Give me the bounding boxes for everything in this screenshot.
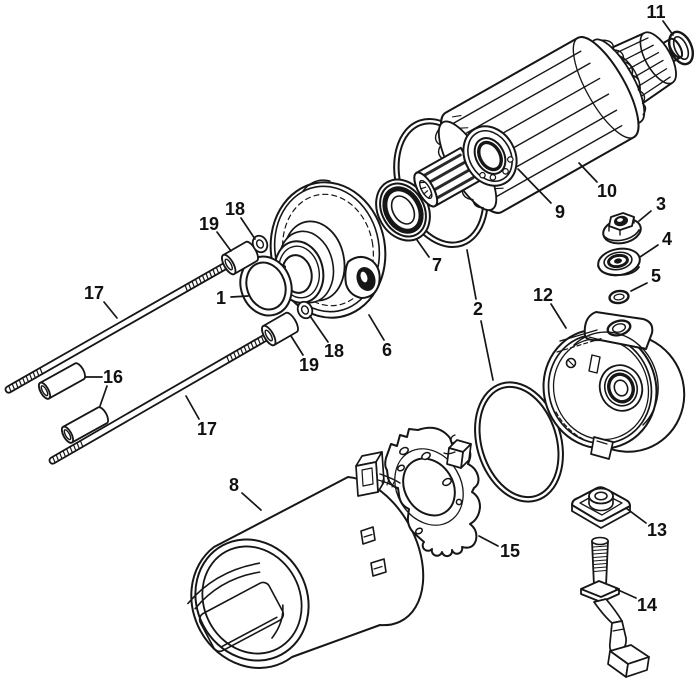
sleeve-16-lower <box>61 406 109 444</box>
part-label-10: 10 <box>597 181 617 201</box>
bearing-9 <box>462 125 518 187</box>
part-label-19: 19 <box>299 355 319 375</box>
part-label-17: 17 <box>84 283 104 303</box>
leader-line-part-5 <box>630 282 648 292</box>
o-ring-11 <box>667 30 695 66</box>
leader-line-part-18 <box>240 217 256 240</box>
leader-line-part-4 <box>639 244 659 258</box>
drive-end-housing-6 <box>269 179 387 319</box>
leader-line-part-16 <box>99 385 108 407</box>
leader-line-part-13 <box>625 507 647 524</box>
leader-line-part-2 <box>480 320 494 381</box>
part-label-4: 4 <box>662 229 672 249</box>
terminal-bolt-14 <box>580 536 650 678</box>
leader-line-part-15 <box>478 535 499 547</box>
leader-line-part-18 <box>309 315 329 343</box>
leader-line-part-14 <box>615 588 637 599</box>
leader-line-part-19 <box>216 231 232 252</box>
leader-line-part-12 <box>550 303 567 329</box>
part-label-2: 2 <box>473 299 483 319</box>
spacer-19-lower <box>261 311 299 347</box>
end-cap-12 <box>542 311 686 460</box>
leader-line-part-7 <box>416 239 430 258</box>
part-label-18: 18 <box>225 199 245 219</box>
leader-line-part-6 <box>368 314 385 341</box>
part-label-18: 18 <box>324 341 344 361</box>
leader-line-part-2 <box>466 249 477 300</box>
leader-line-part-1 <box>230 295 249 298</box>
part-label-6: 6 <box>382 340 392 360</box>
washer-18-upper <box>251 234 269 254</box>
armature-10 <box>413 31 684 214</box>
part-label-14: 14 <box>637 595 657 615</box>
sleeve-16-upper <box>38 362 86 400</box>
part-label-9: 9 <box>555 202 565 222</box>
leader-line-part-3 <box>638 210 652 222</box>
part-label-11: 11 <box>646 2 665 22</box>
part-label-12: 12 <box>533 285 553 305</box>
spacer-19-upper <box>221 240 259 276</box>
insulator-13 <box>571 486 631 529</box>
hex-nut-3 <box>602 212 642 245</box>
part-label-19: 19 <box>199 214 219 234</box>
leader-line-part-8 <box>241 492 262 511</box>
brush-plate-15 <box>355 426 481 558</box>
part-label-7: 7 <box>432 255 442 275</box>
leader-line-part-10 <box>578 162 598 183</box>
leader-line-part-17 <box>103 301 118 319</box>
part-label-15: 15 <box>500 541 520 561</box>
part-label-17: 17 <box>197 419 217 439</box>
leader-line-part-19 <box>290 335 304 356</box>
part-label-16: 16 <box>103 367 123 387</box>
washer-18-lower <box>296 300 314 320</box>
o-ring-5 <box>608 289 630 305</box>
part-label-3: 3 <box>656 194 666 214</box>
washer-4 <box>597 247 641 277</box>
part-label-13: 13 <box>647 520 667 540</box>
leader-line-part-9 <box>517 168 552 204</box>
oil-seal-7 <box>375 178 431 242</box>
part-label-1: 1 <box>216 288 226 308</box>
part-label-5: 5 <box>651 266 661 286</box>
field-frame-8 <box>187 476 425 669</box>
part-label-8: 8 <box>229 475 239 495</box>
leader-line-part-11 <box>662 20 674 36</box>
leader-line-part-17 <box>185 395 200 420</box>
